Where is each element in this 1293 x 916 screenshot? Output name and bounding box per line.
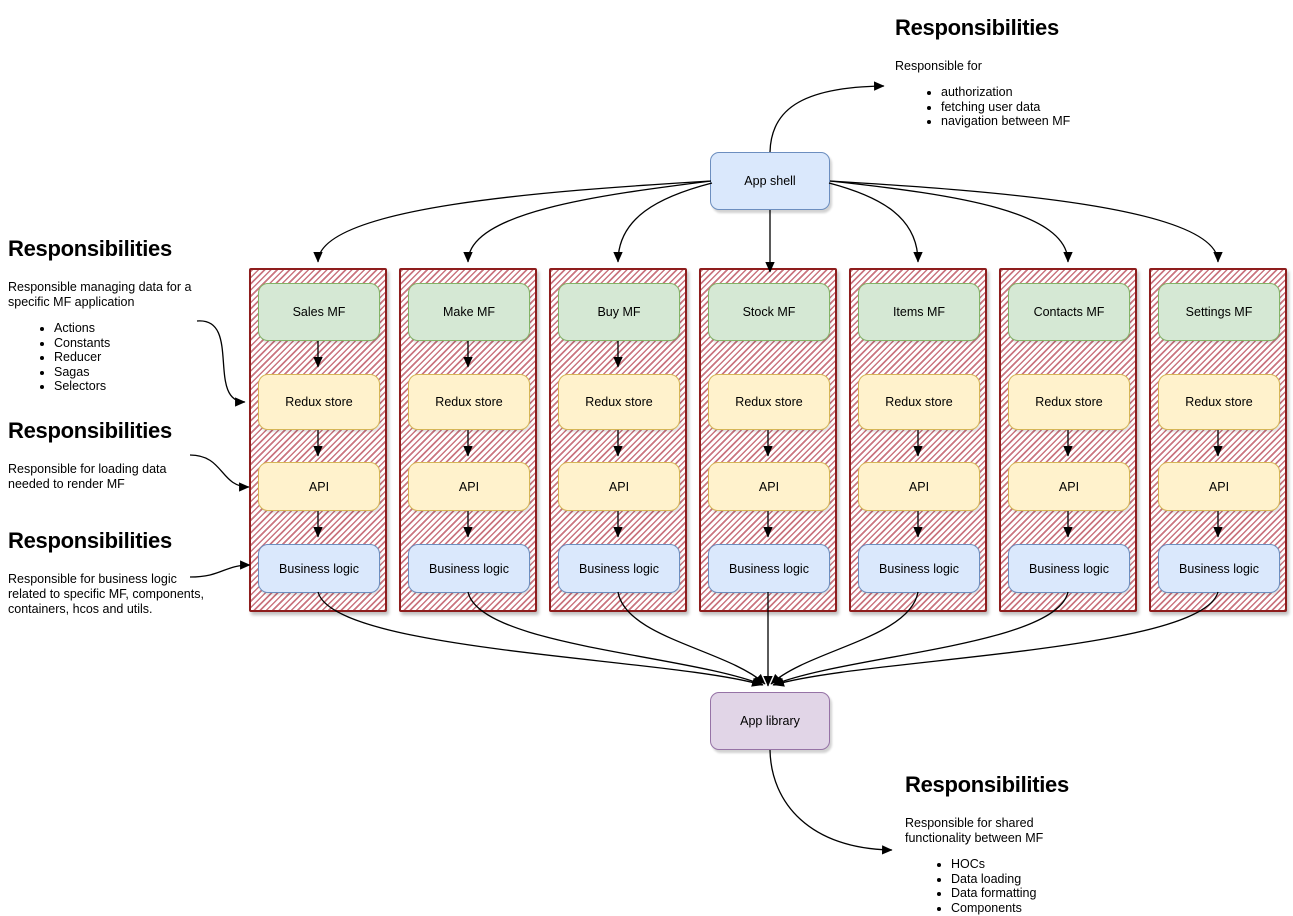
redux-store-box: Redux store	[1008, 374, 1130, 430]
stock-mf-box: Stock MF	[708, 283, 830, 341]
arrow-shell-to-make	[463, 180, 712, 263]
business-logic-box: Business logic	[558, 544, 680, 593]
bullet-item: HOCs	[951, 857, 1145, 872]
redux-store-box: Redux store	[258, 374, 380, 430]
mf-column-make: Make MF Redux store API Business logic	[399, 268, 537, 612]
annotation-intro: Responsible managing data for a specific…	[8, 280, 192, 309]
arrow-shell-to-top-annotation	[769, 81, 885, 153]
business-logic-box: Business logic	[258, 544, 380, 593]
mf-column-sales: Sales MF Redux store API Business logic	[249, 268, 387, 612]
app-library-node: App library	[710, 692, 830, 750]
business-logic-box: Business logic	[1158, 544, 1280, 593]
mf-column-buy: Buy MF Redux store API Business logic	[549, 268, 687, 612]
arrow-shell-to-buy	[613, 182, 713, 263]
annotation-left-logic: Responsibilities Responsible for busines…	[8, 528, 220, 617]
bullet-item: Selectors	[54, 379, 223, 394]
contacts-mf-box: Contacts MF	[1008, 283, 1130, 341]
annotation-intro: Responsible for loading data needed to r…	[8, 462, 167, 491]
mf-column-items: Items MF Redux store API Business logic	[849, 268, 987, 612]
arrow-shell-to-contacts	[829, 180, 1073, 263]
annotation-heading: Responsibilities	[895, 15, 1059, 40]
buy-mf-box: Buy MF	[558, 283, 680, 341]
bullet-item: navigation between MF	[941, 114, 1155, 129]
api-box: API	[708, 462, 830, 511]
sales-mf-box: Sales MF	[258, 283, 380, 341]
annotation-heading: Responsibilities	[8, 236, 172, 261]
annotation-intro: Responsible for business logic related t…	[8, 572, 204, 616]
annotation-bullet-list: Actions Constants Reducer Sagas Selector…	[8, 321, 223, 394]
bullet-item: Data formatting	[951, 886, 1145, 901]
items-mf-box: Items MF	[858, 283, 980, 341]
bullet-item: fetching user data	[941, 100, 1155, 115]
bullet-item: Data loading	[951, 872, 1145, 887]
arrow-library-to-bottom-annotation	[769, 749, 893, 855]
redux-store-box: Redux store	[708, 374, 830, 430]
make-mf-box: Make MF	[408, 283, 530, 341]
business-logic-box: Business logic	[858, 544, 980, 593]
annotation-heading: Responsibilities	[905, 772, 1069, 797]
annotation-heading: Responsibilities	[8, 418, 172, 443]
mf-column-stock: Stock MF Redux store API Business logic	[699, 268, 837, 612]
api-box: API	[408, 462, 530, 511]
api-box: API	[258, 462, 380, 511]
api-box: API	[858, 462, 980, 511]
annotation-heading: Responsibilities	[8, 528, 172, 553]
annotation-left-api: Responsibilities Responsible for loading…	[8, 418, 208, 492]
redux-store-box: Redux store	[858, 374, 980, 430]
annotation-intro: Responsible for shared functionality bet…	[905, 816, 1044, 845]
bullet-item: authorization	[941, 85, 1155, 100]
redux-store-box: Redux store	[1158, 374, 1280, 430]
annotation-intro: Responsible for	[895, 59, 982, 73]
annotation-bullet-list: HOCs Data loading Data formatting Compon…	[905, 857, 1145, 915]
annotation-bottom-right: Responsibilities Responsible for shared …	[905, 772, 1145, 915]
annotation-left-redux: Responsibilities Responsible managing da…	[8, 236, 223, 394]
bullet-item: Sagas	[54, 365, 223, 380]
arrow-shell-to-sales	[313, 180, 712, 263]
redux-store-box: Redux store	[558, 374, 680, 430]
bullet-item: Actions	[54, 321, 223, 336]
api-box: API	[1008, 462, 1130, 511]
arrow-shell-to-settings	[829, 180, 1223, 263]
mf-column-contacts: Contacts MF Redux store API Business log…	[999, 268, 1137, 612]
bullet-item: Reducer	[54, 350, 223, 365]
business-logic-box: Business logic	[408, 544, 530, 593]
api-box: API	[1158, 462, 1280, 511]
bullet-item: Constants	[54, 336, 223, 351]
mf-column-settings: Settings MF Redux store API Business log…	[1149, 268, 1287, 612]
bullet-item: Components	[951, 901, 1145, 916]
annotation-top-right: Responsibilities Responsible for authori…	[895, 15, 1155, 129]
annotation-bullet-list: authorization fetching user data navigat…	[895, 85, 1155, 129]
arrow-shell-to-items	[828, 182, 923, 263]
business-logic-box: Business logic	[1008, 544, 1130, 593]
api-box: API	[558, 462, 680, 511]
settings-mf-box: Settings MF	[1158, 283, 1280, 341]
app-shell-node: App shell	[710, 152, 830, 210]
business-logic-box: Business logic	[708, 544, 830, 593]
redux-store-box: Redux store	[408, 374, 530, 430]
